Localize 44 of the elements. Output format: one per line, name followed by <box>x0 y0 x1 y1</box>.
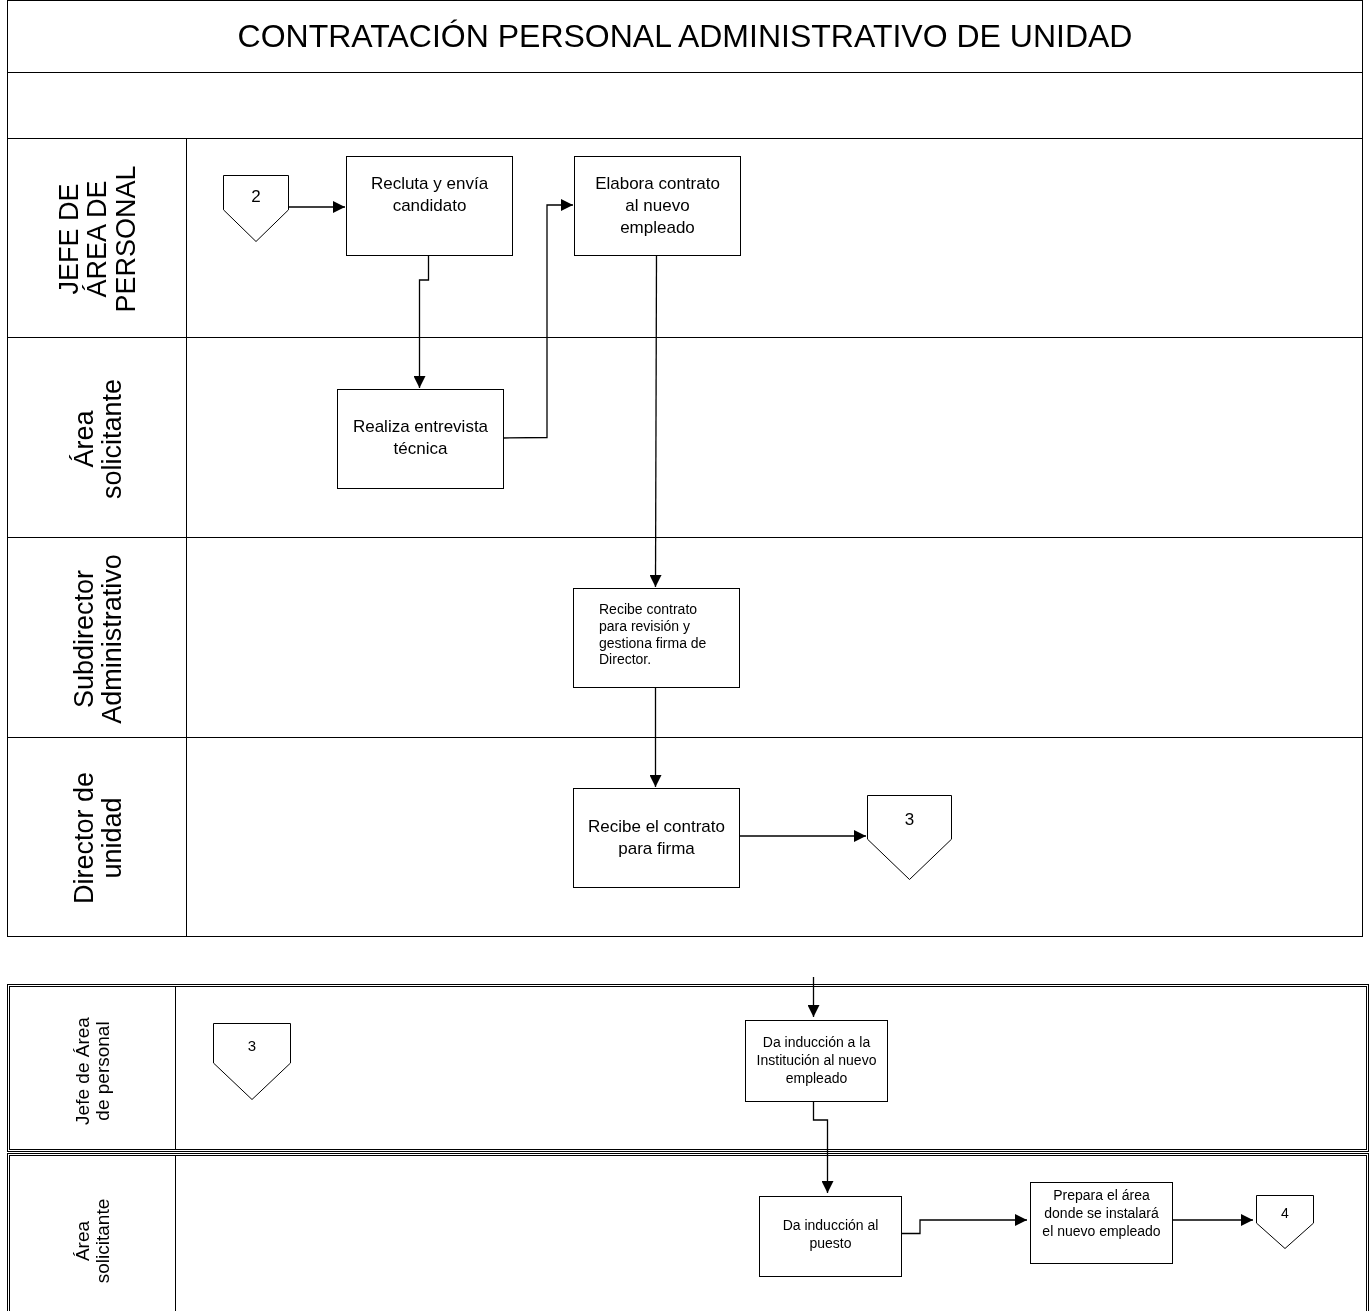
step-text: Recluta y envía candidato <box>369 173 490 218</box>
arrow <box>413 254 430 389</box>
process-box <box>337 389 504 489</box>
offpage-connector <box>1256 1195 1314 1249</box>
process-box <box>745 1020 888 1102</box>
lane-label: Área solicitante <box>73 1197 113 1286</box>
arrow <box>649 686 662 788</box>
diagram-title: CONTRATACIÓN PERSONAL ADMINISTRATIVO DE UNIDAD <box>237 18 1133 55</box>
process-box <box>573 788 740 888</box>
connector-number: 4 <box>1280 1204 1290 1221</box>
swimlane <box>7 337 1363 538</box>
arrow <box>287 201 346 213</box>
connector-number: 2 <box>250 187 262 208</box>
offpage-connector <box>223 175 289 242</box>
step-text: Prepara el área donde se instalará el nuevo empleado <box>1041 1186 1162 1242</box>
lane-label: Director de unidad <box>69 771 126 907</box>
process-box <box>573 588 740 688</box>
step-text: Recibe contrato para revisión y gestiona firma de Director. <box>599 601 708 670</box>
arrow <box>502 199 574 439</box>
swimlane <box>7 138 1363 338</box>
swimlane <box>7 1153 1369 1311</box>
swimlane <box>7 737 1363 937</box>
step-text: Da inducción a la Institución al nuevo empleado <box>755 1033 878 1089</box>
step-text: Elabora contrato al nuevo empleado <box>595 173 720 240</box>
process-box <box>759 1196 902 1277</box>
swimlane <box>7 537 1363 738</box>
process-box <box>346 156 513 256</box>
process-box <box>1030 1182 1173 1264</box>
swimlane <box>7 984 1369 1152</box>
lane-label: Jefe de Área de personal <box>73 1016 113 1127</box>
arrow <box>807 976 820 1018</box>
step-text: Recibe el contrato para firma <box>587 816 726 861</box>
lane-label: Área solicitante <box>69 377 126 501</box>
lane-label: JEFE DE ÁREA DE PERSONAL <box>55 164 140 315</box>
connector-number: 3 <box>903 810 916 831</box>
arrow <box>649 254 662 588</box>
arrow <box>738 830 867 842</box>
offpage-connector <box>867 795 952 880</box>
connector-number: 3 <box>246 1036 258 1054</box>
offpage-connector <box>213 1023 291 1100</box>
lane-label: Subdirector Administrativo <box>69 552 126 726</box>
step-text: Da inducción al puesto <box>781 1216 880 1254</box>
step-text: Realiza entrevista técnica <box>351 416 490 461</box>
process-box <box>574 156 741 256</box>
